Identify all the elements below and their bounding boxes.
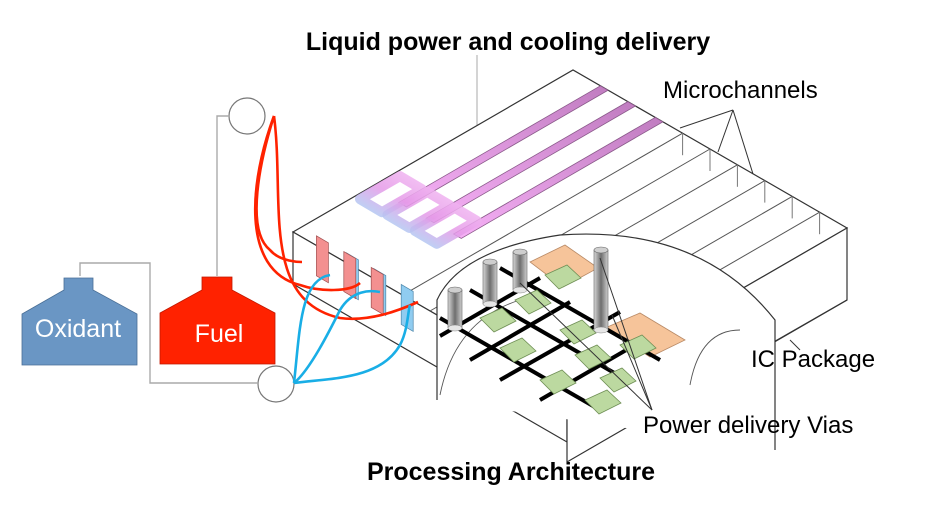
microchannel-line [402,132,683,296]
core-block [574,344,612,370]
ic-package-label: IC Package [751,346,875,373]
manifold-loop [355,171,427,218]
oxidant-tank-shape [21,277,138,366]
pump-top-icon [228,97,266,135]
colored-channel [452,116,664,239]
processing-grid [438,244,686,415]
title-top: Liquid power and cooling delivery [306,28,710,56]
via-cylinder [447,289,463,329]
oxidant-tank: Oxidant [21,277,138,366]
fuel-label: Fuel [195,320,244,348]
pump-bottom [257,365,295,403]
fuel-lines [253,115,419,321]
core-block [539,369,577,395]
via-base [593,326,609,334]
manifold-loop [409,202,482,249]
core-block [584,389,622,415]
power-vias-label: Power delivery Vias [643,412,853,439]
fuel-inlet [316,235,329,284]
core-block [479,307,517,333]
core-block [559,319,597,345]
via-base [482,300,498,308]
pump-top [228,97,266,135]
oxidant-label: Oxidant [35,315,121,343]
via-cylinder [482,261,498,305]
manifold-loop [382,186,455,233]
core-block [599,367,637,393]
via-cap [512,248,528,256]
fuel-tank-shape [159,276,276,365]
pump-bottom-icon [257,365,295,403]
via-cap [482,258,498,266]
via-cylinder [512,251,528,291]
oxidant-supply-pipe [79,262,258,384]
fuel-tank: Fuel [159,276,276,365]
core-block [619,334,657,360]
annotation-arrows [519,109,801,411]
via-base [447,324,463,332]
fuel-inlet [343,250,357,300]
core-block [499,337,537,363]
title-bottom: Processing Architecture [367,458,655,486]
core-block [544,264,582,290]
fuel-supply-pipe [216,115,229,276]
via-cap [447,286,463,294]
microchannels-label: Microchannels [663,77,818,104]
colored-microchannels [316,85,664,333]
via-cap [593,246,609,254]
cutaway-inner-curve-right [689,329,741,386]
core-block [514,289,552,315]
oxidant-lines [292,273,412,385]
